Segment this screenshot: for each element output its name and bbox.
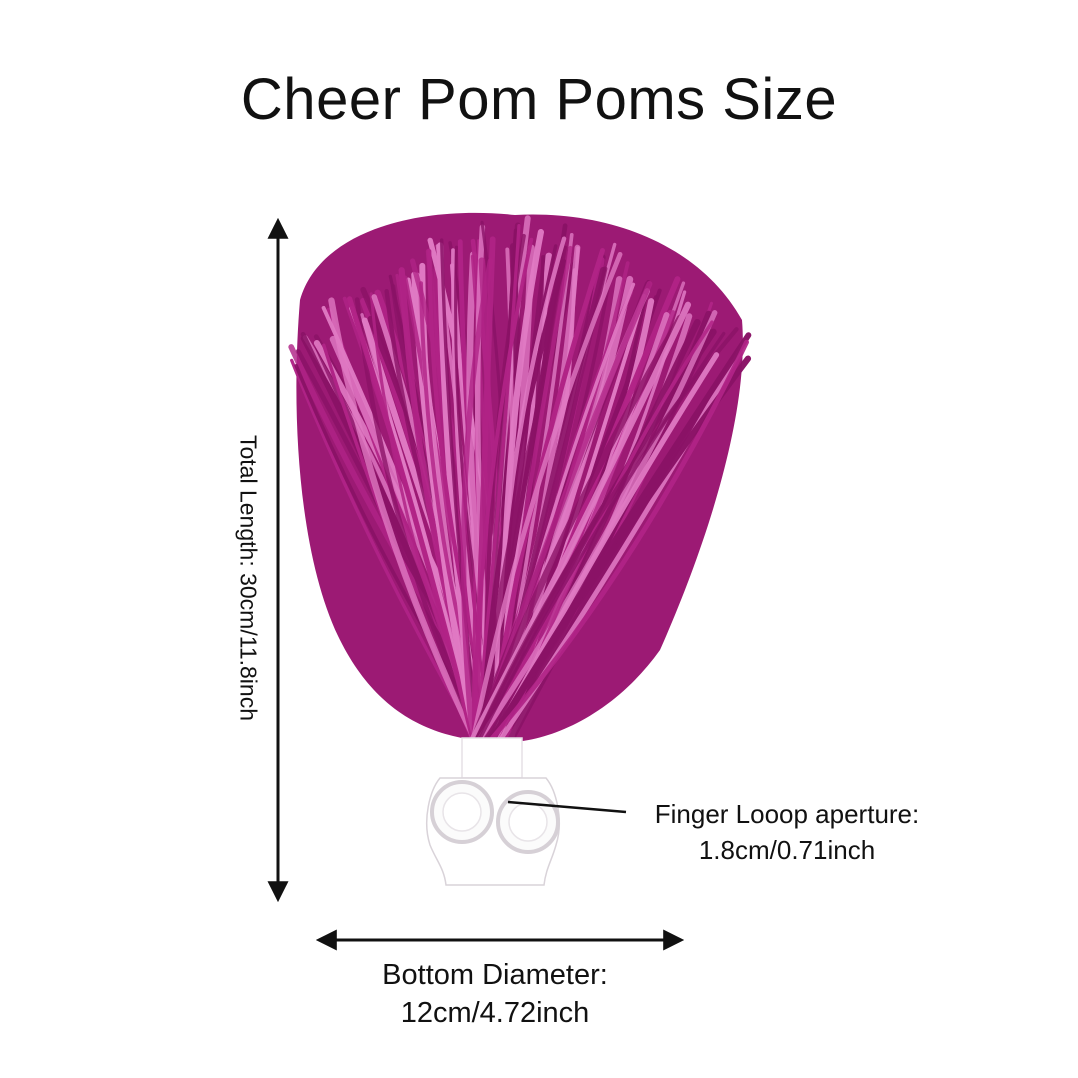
finger-loop-label: Finger Looop aperture: 1.8cm/0.71inch (612, 796, 962, 868)
tinsel-strand (488, 332, 752, 743)
tinsel-strand (369, 292, 487, 742)
bottom-diameter-label-line2: 12cm/4.72inch (400, 997, 590, 1029)
tinsel-strand (439, 238, 480, 742)
tinsel-strand (354, 297, 481, 743)
tinsel-strand (488, 339, 749, 743)
finger-loop-label-line1: Finger Looop aperture: (654, 799, 920, 829)
tinsel-strand (470, 251, 623, 743)
bottom-diameter-label-line1: Bottom Diameter: (382, 959, 608, 991)
tinsel-strand (474, 223, 521, 742)
tinsel-strand (477, 331, 726, 742)
tinsel-strand (328, 297, 479, 744)
finger-loop-label-line2: 1.8cm/0.71inch (698, 835, 876, 865)
tinsel-strand (474, 327, 739, 743)
finger-loop-pointer (507, 800, 627, 814)
tinsel-pom (288, 212, 752, 744)
tinsel-strand (460, 258, 494, 743)
tinsel-strand (290, 358, 479, 742)
tinsel-strand (472, 237, 534, 742)
total-length-label: Total Length: 30cm/11.8inch (235, 435, 262, 721)
pom-handle (426, 737, 560, 886)
tinsel-strand (493, 236, 567, 743)
bottom-diameter-label: Bottom Diameter: 12cm/4.72inch (330, 956, 660, 1032)
page-title: Cheer Pom Poms Size (240, 67, 838, 132)
